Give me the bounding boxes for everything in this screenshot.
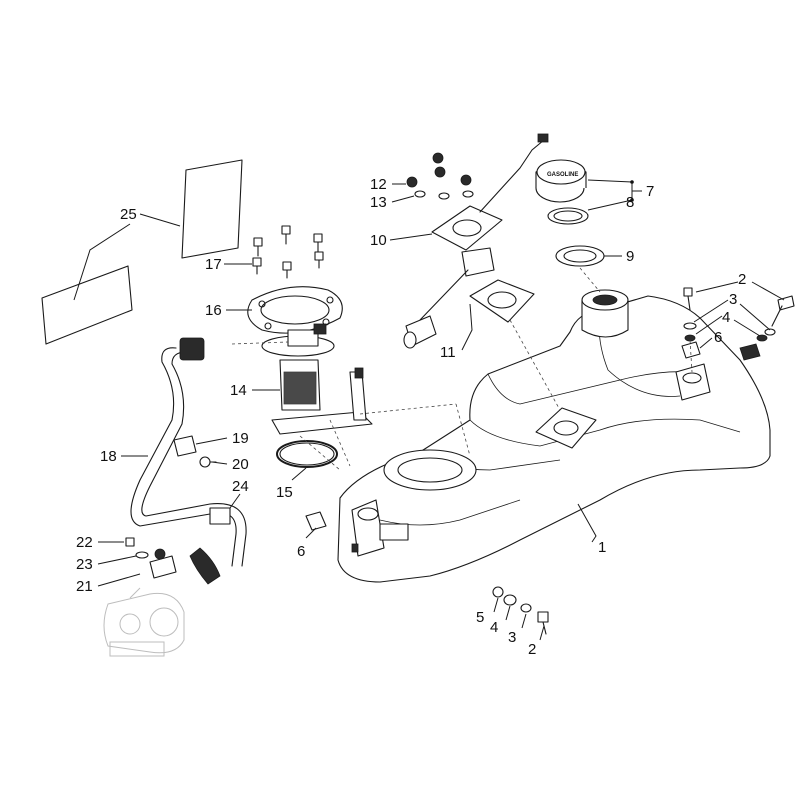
part-25-labels (41, 159, 243, 345)
callout-3-right: 3 (729, 291, 737, 308)
part-4-spacer-lower (503, 594, 517, 606)
callout-14: 14 (230, 382, 247, 399)
callout-3-lower: 3 (508, 629, 516, 646)
callout-13: 13 (370, 194, 387, 211)
callout-17: 17 (205, 256, 222, 273)
part-17-screws (252, 225, 324, 279)
part-1-fuel-tank (337, 289, 771, 583)
leader-lines (73, 179, 785, 641)
part-9-filler-ring (555, 245, 605, 267)
part-2-bolts-right (683, 287, 795, 327)
throttle-body-reference (103, 587, 185, 657)
part-21-bracket (149, 548, 177, 579)
callout-7: 7 (646, 183, 654, 200)
callout-20: 20 (232, 456, 249, 473)
callout-15: 15 (276, 484, 293, 501)
callout-22: 22 (76, 534, 93, 551)
callout-16: 16 (205, 302, 222, 319)
part-3-washers-right (683, 322, 776, 336)
callout-6-right: 6 (714, 329, 722, 346)
part-16-pump-gasket (247, 286, 343, 334)
callout-4-lower: 4 (490, 619, 498, 636)
callout-8: 8 (626, 194, 634, 211)
callout-21: 21 (76, 578, 93, 595)
callout-18: 18 (100, 448, 117, 465)
part-14-fuel-pump (231, 323, 373, 435)
callout-11: 11 (440, 344, 456, 361)
callout-12: 12 (370, 176, 387, 193)
part-18-fuel-hose (130, 337, 247, 585)
part-7-fuel-cap: GASOLINE (535, 159, 587, 203)
callout-24: 24 (232, 478, 249, 495)
part-4-spacers-right (684, 334, 768, 342)
callout-10: 10 (370, 232, 387, 249)
callout-23: 23 (76, 556, 93, 573)
part-11-sender-gasket (469, 279, 535, 323)
part-6-clip-lower (305, 511, 327, 531)
callout-6-lower: 6 (297, 543, 305, 560)
assembly-lines (299, 267, 693, 471)
part-15-o-ring (276, 440, 338, 468)
callout-9: 9 (626, 248, 634, 265)
callout-labels: 1 2 2 3 3 4 4 5 6 6 7 8 9 10 11 12 13 14… (76, 176, 746, 658)
part-23-washer (135, 551, 149, 559)
part-22-bolt (125, 537, 135, 547)
callout-25: 25 (120, 206, 137, 223)
callout-19: 19 (232, 430, 249, 447)
callout-5: 5 (476, 609, 484, 626)
callout-1: 1 (598, 539, 606, 556)
part-6-grommet-right (681, 341, 761, 361)
callout-4-right: 4 (722, 309, 730, 326)
callout-2-lower: 2 (528, 641, 536, 658)
part-13-washers (414, 190, 474, 200)
part-12-nuts (406, 152, 472, 188)
cap-gasoline-text: GASOLINE (547, 172, 578, 178)
part-5-nut-lower (492, 586, 504, 598)
part-8-cap-seal (547, 207, 589, 225)
part-19-clip (173, 435, 197, 457)
part-2-bolt-lower (537, 611, 549, 635)
part-10-level-sender (403, 133, 549, 349)
callout-2-right: 2 (738, 271, 746, 288)
part-3-washer-lower (520, 603, 532, 613)
